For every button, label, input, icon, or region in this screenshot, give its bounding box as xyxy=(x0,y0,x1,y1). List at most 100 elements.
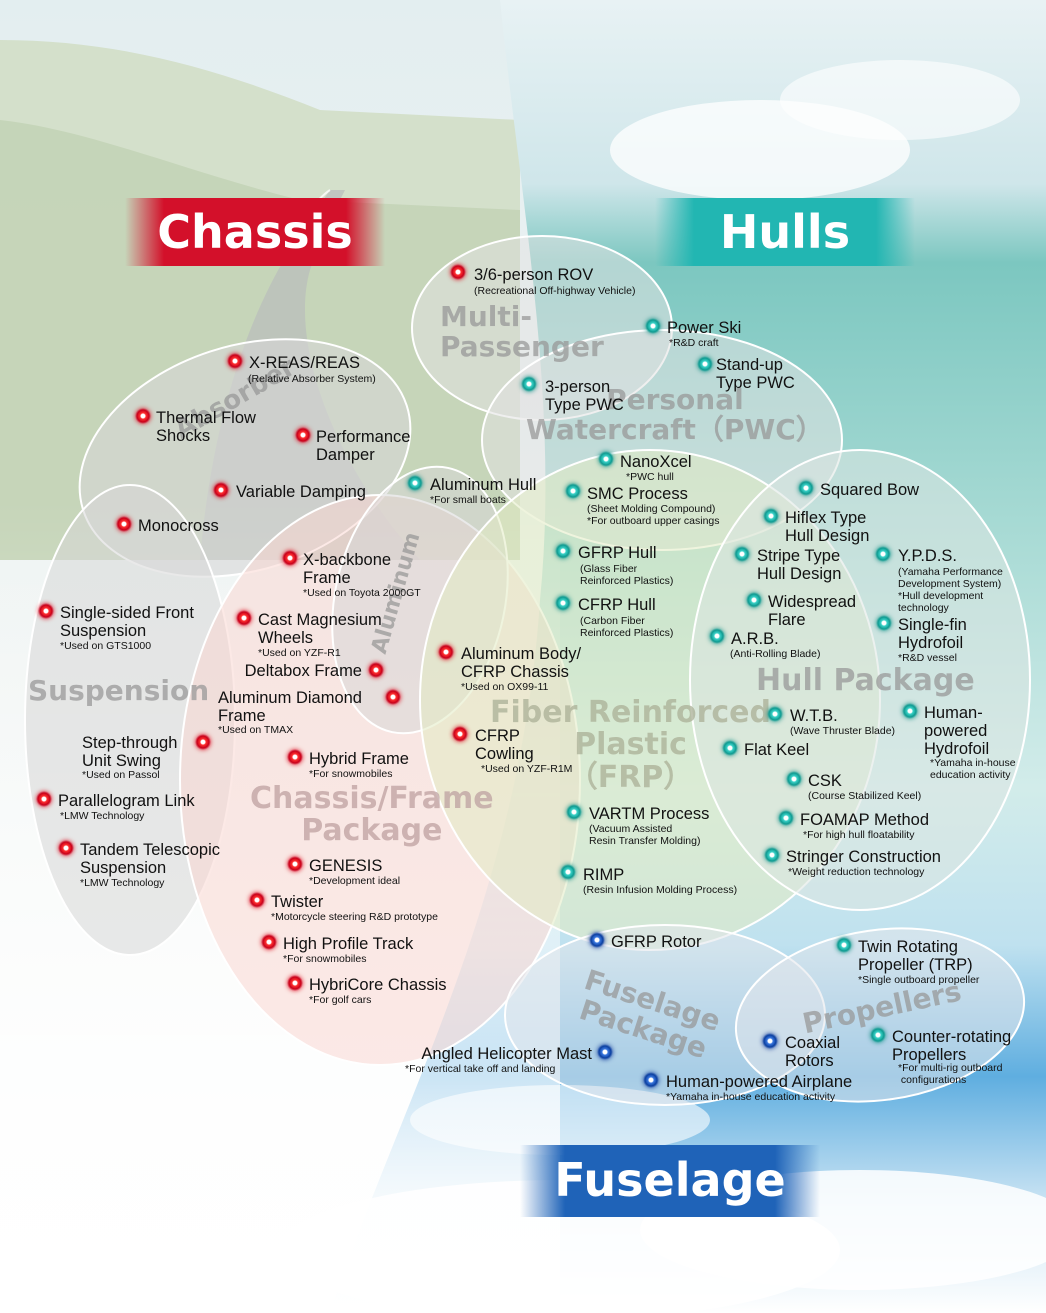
ypds-label: Y.P.D.S. xyxy=(898,547,958,565)
coaxial-marker xyxy=(762,1033,778,1049)
smc-label: SMC Process xyxy=(587,485,688,503)
twister-label: Twister xyxy=(271,893,324,911)
twin-rotating-note: *Single outboard propeller xyxy=(858,974,980,986)
human-airplane-marker xyxy=(643,1072,659,1088)
gfrp-hull-label: GFRP Hull xyxy=(578,544,657,562)
cfrp-cowling-marker xyxy=(452,726,468,742)
aluminum-hull-note: *For small boats xyxy=(430,494,506,506)
parallelogram-marker xyxy=(36,791,52,807)
twin-rotating-marker xyxy=(836,937,852,953)
thermal-flow-marker xyxy=(135,408,151,424)
cast-mag-marker xyxy=(236,610,252,626)
human-hydrofoil-marker xyxy=(902,703,918,719)
hiflex-label: Hiflex Type Hull Design xyxy=(785,509,870,545)
helicopter-mast-note: *For vertical take off and landing xyxy=(405,1063,556,1075)
widespread-label: Widespread Flare xyxy=(768,593,857,629)
arb-marker xyxy=(709,628,725,644)
wtb-marker xyxy=(767,706,783,722)
standup-pwc-marker xyxy=(697,356,713,372)
counter-rotating-marker xyxy=(870,1027,886,1043)
parallelogram-label: Parallelogram Link xyxy=(58,792,195,810)
counter-rotating-label: Counter-rotating Propellers xyxy=(892,1028,1012,1064)
single-sided-label: Single-sided Front Suspension xyxy=(60,604,194,640)
hull-package-circle xyxy=(689,449,1031,911)
power-ski-note: *R&D craft xyxy=(669,337,719,349)
variable-damping-marker xyxy=(213,482,229,498)
smc-marker xyxy=(565,483,581,499)
rimp-label: RIMP xyxy=(583,866,625,884)
rimp-marker xyxy=(560,864,576,880)
nanoxcel-note: *PWC hull xyxy=(626,471,674,483)
tandem-note: *LMW Technology xyxy=(80,877,165,889)
foamap-note: *For high hull floatability xyxy=(803,829,915,841)
helicopter-mast-marker xyxy=(597,1044,613,1060)
region-multi-passenger: Multi- Passenger xyxy=(440,300,604,364)
fuselage-banner: Fuselage xyxy=(554,1153,786,1207)
step-through-marker xyxy=(195,734,211,750)
vartm-label: VARTM Process xyxy=(589,805,710,823)
flat-keel-marker xyxy=(722,740,738,756)
smc-note: (Sheet Molding Compound) *For outboard u… xyxy=(587,503,720,527)
hybricore-note: *For golf cars xyxy=(309,994,372,1006)
hybrid-frame-note: *For snowmobiles xyxy=(309,768,393,780)
human-airplane-note: *Yamaha in-house education activity xyxy=(666,1091,836,1103)
aluminum-hull-label: Aluminum Hull xyxy=(430,476,537,494)
cfrp-hull-label: CFRP Hull xyxy=(578,596,656,614)
monocross-marker xyxy=(116,516,132,532)
deltabox-marker xyxy=(368,662,384,678)
cfrp-cowling-note: *Used on YZF-R1M xyxy=(481,763,573,775)
x-backbone-label: X-backbone Frame xyxy=(303,551,392,587)
rov-marker xyxy=(450,264,466,280)
monocross-label: Monocross xyxy=(138,517,219,535)
hulls-banner: Hulls xyxy=(719,205,851,259)
alu-diamond-marker xyxy=(385,689,401,705)
csk-label: CSK xyxy=(808,772,842,790)
nanoxcel-marker xyxy=(598,451,614,467)
human-hydrofoil-label: Human- powered Hydrofoil xyxy=(924,704,990,758)
twister-note: *Motorcycle steering R&D prototype xyxy=(271,911,438,923)
x-reas-label: X-REAS/REAS xyxy=(249,354,360,372)
rov-label: 3/6-person ROV xyxy=(474,266,594,284)
aluminum-hull-marker xyxy=(407,475,423,491)
fuselage-banner-bg xyxy=(520,1145,820,1217)
stripe-label: Stripe Type Hull Design xyxy=(757,547,842,583)
standup-pwc-label: Stand-up Type PWC xyxy=(716,356,795,392)
three-person-pwc-label: 3-person Type PWC xyxy=(545,378,624,414)
csk-note: (Course Stabilized Keel) xyxy=(808,790,922,802)
x-backbone-marker xyxy=(282,550,298,566)
power-ski-marker xyxy=(645,318,661,334)
squared-bow-label: Squared Bow xyxy=(820,481,920,499)
stringer-note: *Weight reduction technology xyxy=(788,866,925,878)
hiflex-marker xyxy=(763,508,779,524)
alu-body-label: Aluminum Body/ CFRP Chassis xyxy=(461,645,582,681)
high-profile-marker xyxy=(261,934,277,950)
foamap-marker xyxy=(778,810,794,826)
hybrid-frame-marker xyxy=(287,749,303,765)
region-suspension: Suspension xyxy=(28,674,210,707)
stringer-marker xyxy=(764,847,780,863)
widespread-marker xyxy=(746,592,762,608)
counter-rotating-note: *For multi-rig outboard configurations xyxy=(898,1062,1003,1086)
genesis-label: GENESIS xyxy=(309,857,383,875)
squared-bow-marker xyxy=(798,480,814,496)
gfrp-hull-marker xyxy=(555,543,571,559)
vartm-note: (Vacuum Assisted Resin Transfer Molding) xyxy=(589,823,701,847)
foamap-label: FOAMAP Method xyxy=(800,811,929,829)
genesis-marker xyxy=(287,856,303,872)
step-through-label: Step-through Unit Swing xyxy=(82,734,178,770)
cfrp-hull-note: (Carbon Fiber Reinforced Plastics) xyxy=(580,615,674,639)
step-through-note: *Used on Passol xyxy=(82,769,160,781)
region-chassis-frame: Chassis/Frame Package xyxy=(250,781,494,849)
nanoxcel-label: NanoXcel xyxy=(620,453,692,471)
tandem-label: Tandem Telescopic Suspension xyxy=(80,841,221,877)
x-reas-note: (Relative Absorber System) xyxy=(248,373,376,385)
hybrid-frame-label: Hybrid Frame xyxy=(309,750,409,768)
parallelogram-note: *LMW Technology xyxy=(60,810,145,822)
stringer-label: Stringer Construction xyxy=(786,848,941,866)
power-ski-label: Power Ski xyxy=(667,319,742,337)
twister-marker xyxy=(249,892,265,908)
chassis-banner-bg xyxy=(125,198,385,266)
hybricore-label: HybriCore Chassis xyxy=(309,976,447,994)
hybricore-marker xyxy=(287,975,303,991)
deltabox-label: Deltabox Frame xyxy=(244,662,362,680)
